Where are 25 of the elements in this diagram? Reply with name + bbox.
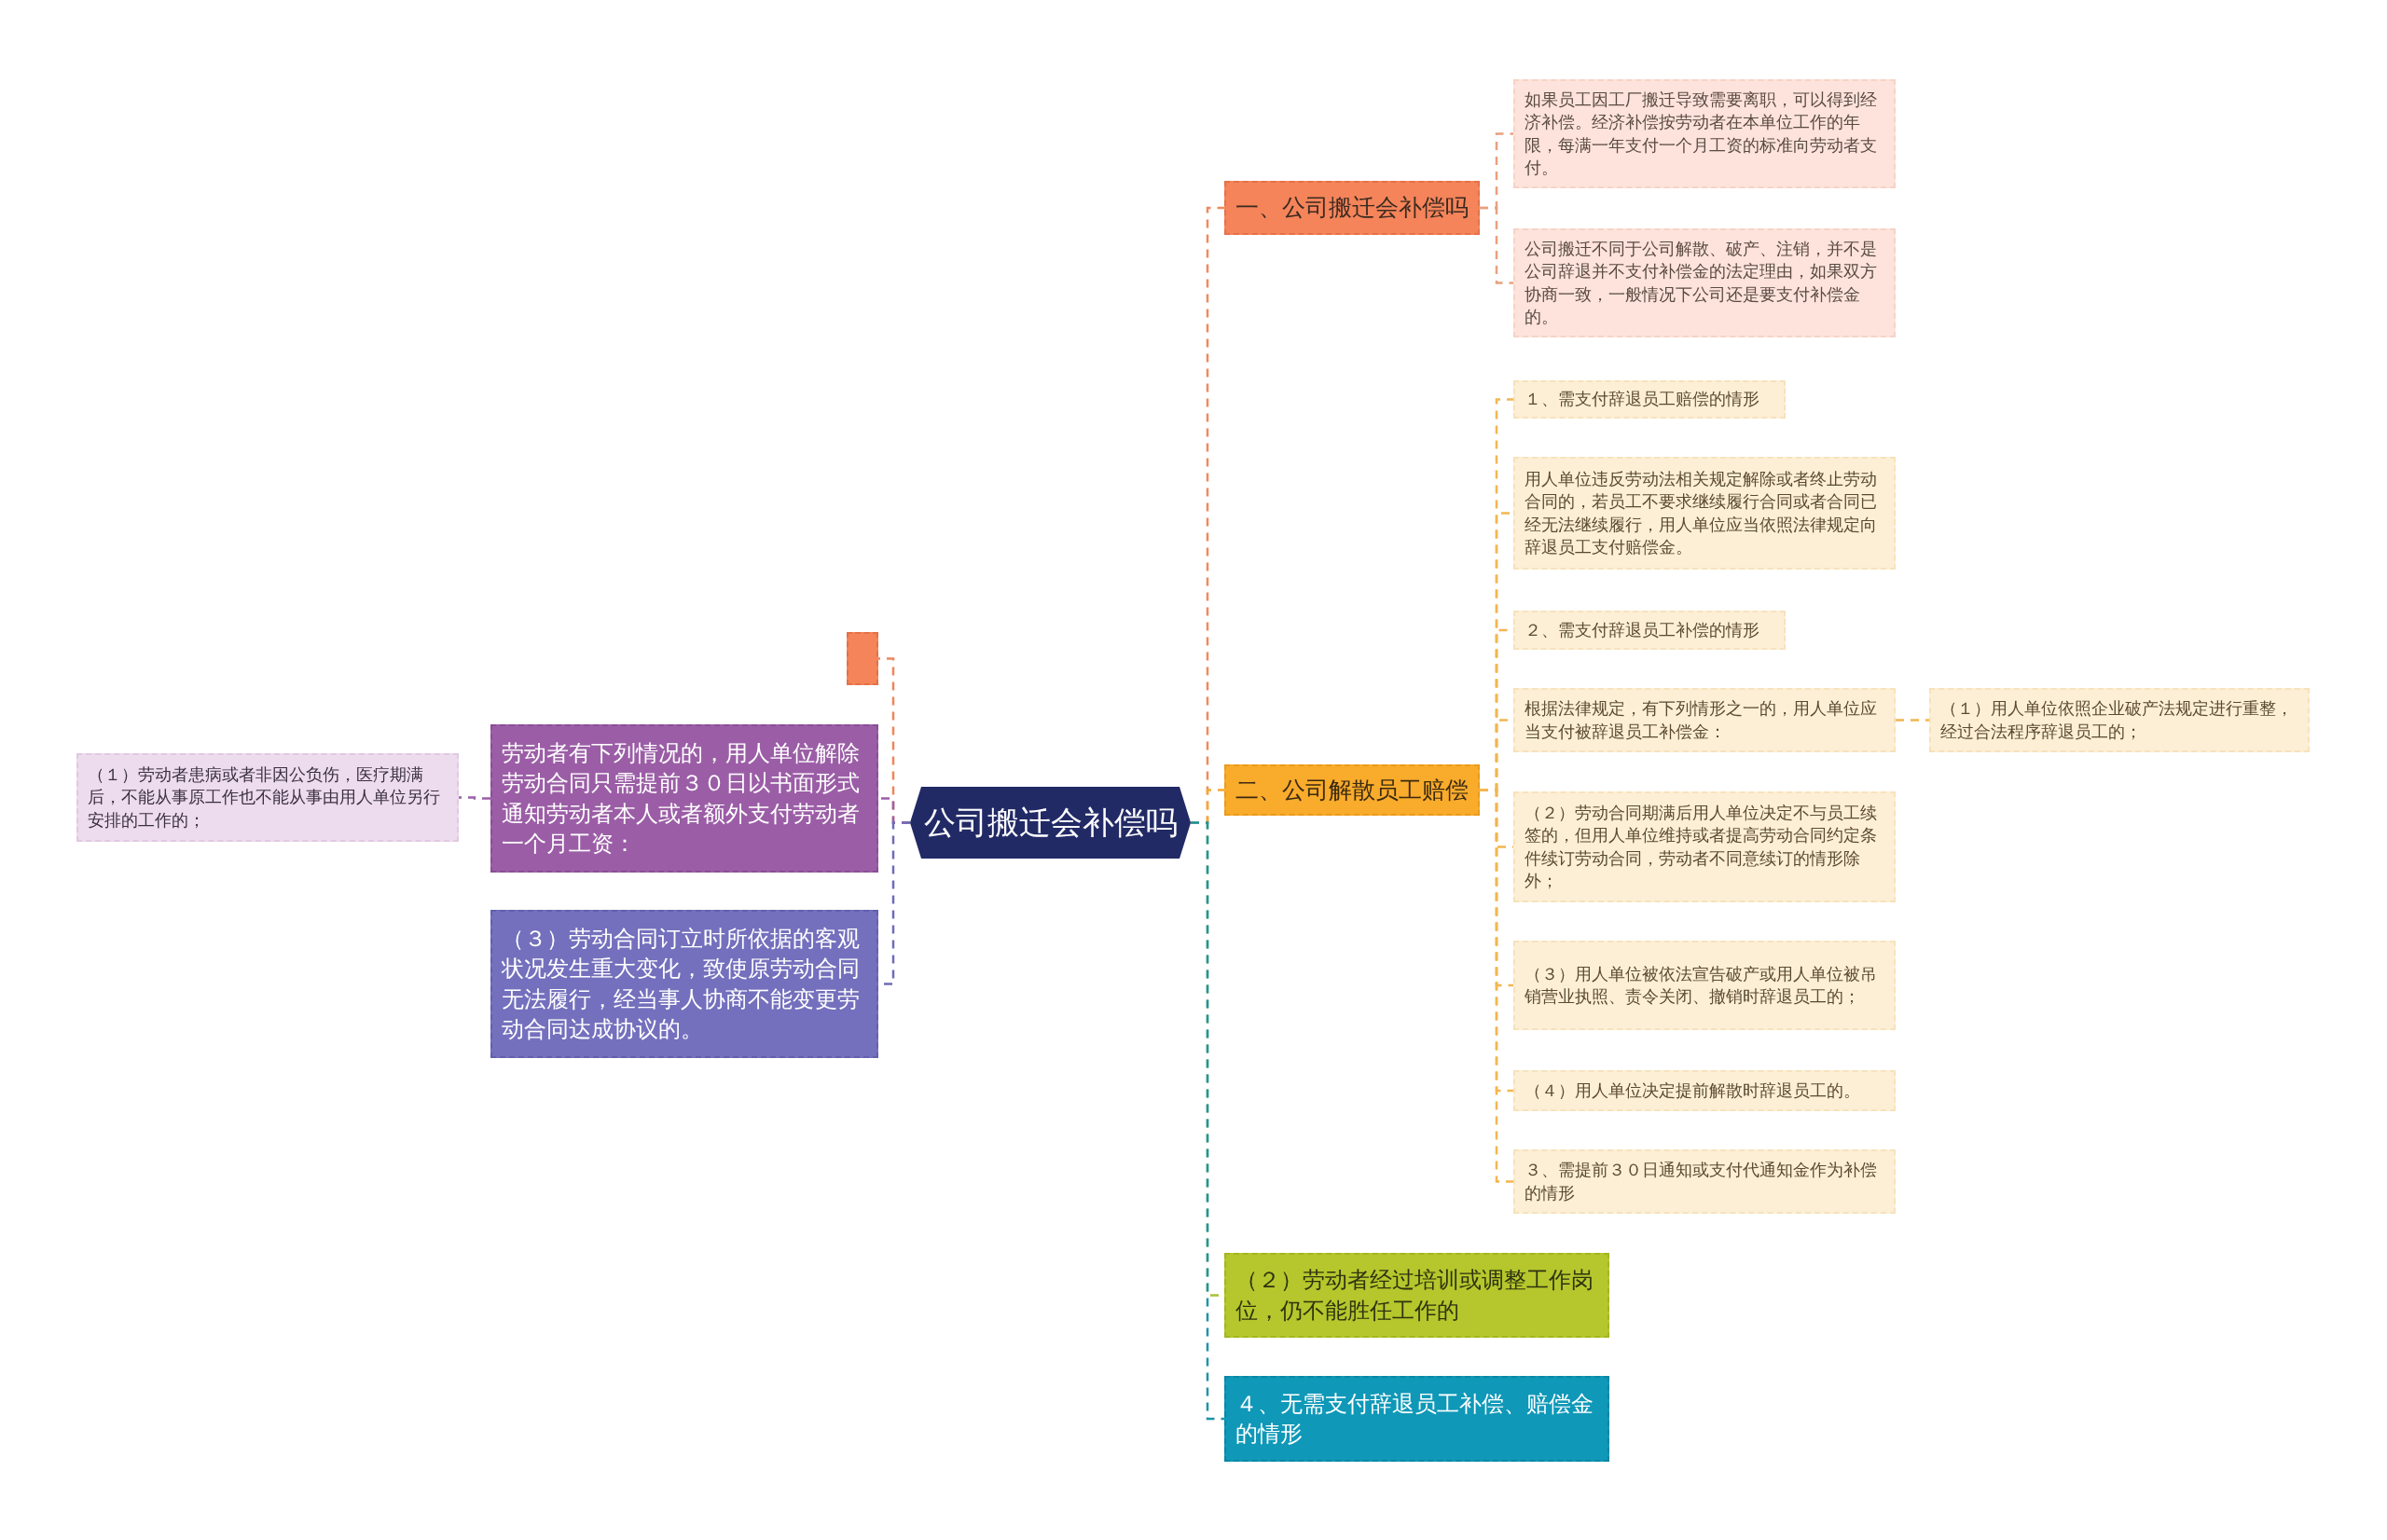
connector — [1191, 821, 1224, 1421]
topic-box: 二、公司解散员工赔偿 — [1224, 764, 1480, 816]
connector — [1896, 719, 1929, 722]
text-box: （４）用人单位决定提前解散时辞退员工的。 — [1513, 1070, 1896, 1111]
topic-box: （３）劳动合同订立时所依据的客观状况发生重大变化，致使原劳动合同无法履行，经当事人协商不能变更劳动合同达成协议的。 — [490, 910, 878, 1058]
text-box: （３）用人单位被依法宣告破产或用人单位被吊销营业执照、责令关闭、撤销时辞退员工的； — [1513, 941, 1896, 1030]
connector — [1480, 789, 1513, 1183]
text-box: （１）用人单位依照企业破产法规定进行重整，经过合法程序辞退员工的； — [1929, 688, 2310, 752]
text-box: ２、需支付辞退员工补偿的情形 — [1513, 611, 1786, 650]
text-box: 公司搬迁不同于公司解散、破产、注销，并不是公司辞退并不支付补偿金的法定理由，如果双方协商一致，一般情况下公司还是要支付补偿金的。 — [1513, 228, 1896, 337]
empty-box — [847, 632, 878, 685]
topic-box: 一、公司搬迁会补偿吗 — [1224, 181, 1480, 235]
central-topic: 公司搬迁会补偿吗 — [910, 787, 1191, 859]
text-box: （１）劳动者患病或者非因公负伤，医疗期满后，不能从事原工作也不能从事由用人单位另行安排的工作的； — [76, 753, 459, 842]
text-box: （２）劳动合同期满后用人单位决定不与员工续签的，但用人单位维持或者提高劳动合同约定条件续订劳动合同，劳动者不同意续订的情形除外； — [1513, 791, 1896, 902]
topic-box: （２）劳动者经过培训或调整工作岗位，仍不能胜任工作的 — [1224, 1253, 1609, 1338]
text-box: 如果员工因工厂搬迁导致需要离职，可以得到经济补偿。经济补偿按劳动者在本单位工作的年限，每满一年支付一个月工资的标准向劳动者支付。 — [1513, 79, 1896, 188]
text-box: １、需支付辞退员工赔偿的情形 — [1513, 380, 1786, 419]
topic-box: ４、无需支付辞退员工补偿、赔偿金的情形 — [1224, 1376, 1609, 1462]
text-box: 用人单位违反劳动法相关规定解除或者终止劳动合同的，若员工不要求继续履行合同或者合同已经无法继续履行，用人单位应当依照法律规定向辞退员工支付赔偿金。 — [1513, 457, 1896, 570]
text-box: 根据法律规定，有下列情形之一的，用人单位应当支付被辞退员工补偿金： — [1513, 688, 1896, 752]
connector — [1480, 206, 1513, 284]
topic-box: 劳动者有下列情况的，用人单位解除劳动合同只需提前３０日以书面形式通知劳动者本人或者额外支付劳动者一个月工资： — [490, 724, 878, 873]
connector — [459, 796, 490, 800]
text-box: ３、需提前３０日通知或支付代通知金作为补偿的情形 — [1513, 1149, 1896, 1214]
